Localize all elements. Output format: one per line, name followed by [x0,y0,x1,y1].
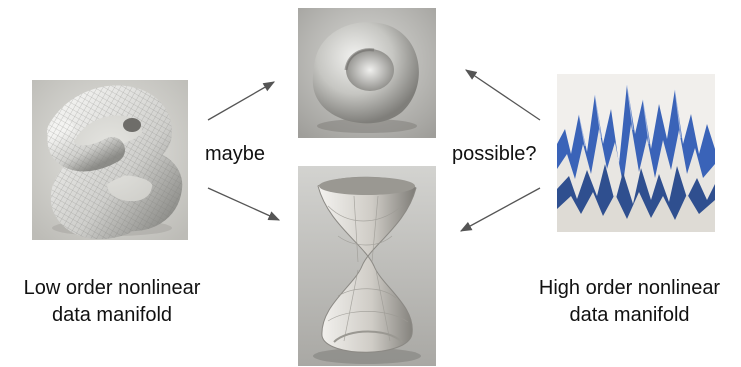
arrow-left-to-figure-eight [208,188,279,220]
maybe-label: maybe [205,143,265,166]
high-order-caption-line1: High order nonlinear [518,275,741,302]
low-order-caption-line1: Low order nonlinear [0,275,224,302]
arrow-right-to-torus [466,70,540,120]
possible-label: possible? [452,143,537,166]
high-order-caption-line2: data manifold [518,302,741,329]
arrow-left-to-torus [208,82,274,120]
high-order-manifold-image [557,74,715,232]
low-order-caption-line2: data manifold [0,302,224,329]
low-order-manifold-image [32,80,188,240]
high-order-caption: High order nonlinear data manifold [518,275,741,329]
low-order-caption: Low order nonlinear data manifold [0,275,224,329]
arrow-right-to-figure-eight [461,188,540,231]
figure-eight-image [298,166,436,366]
torus-image [298,8,436,138]
